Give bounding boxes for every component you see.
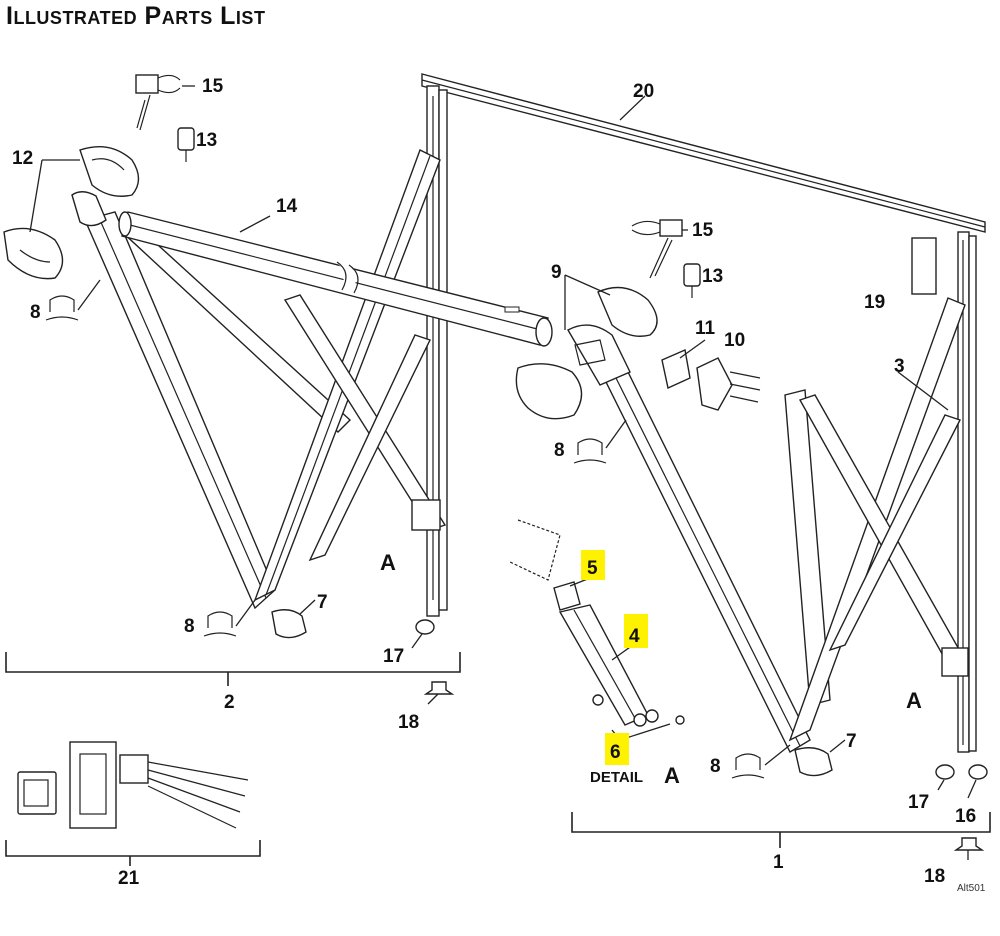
small-parts — [45, 295, 988, 851]
motor-parts-10-11 — [661, 349, 761, 411]
leader-lines — [29, 85, 977, 860]
callout-18-right: 18 — [924, 866, 945, 887]
callout-8-b: 8 — [184, 616, 195, 637]
bracket-part-18-left — [423, 681, 455, 695]
callout-8-c: 8 — [554, 440, 565, 461]
highlight-box-5 — [581, 550, 605, 580]
motor-plug-part-15-left — [135, 74, 195, 162]
callout-5: 5 — [587, 558, 598, 579]
bracket-part-8-b — [203, 611, 237, 637]
callout-21: 21 — [118, 868, 140, 889]
detail-a-marker-right: A — [906, 688, 922, 713]
bracket-part-18-right — [953, 837, 985, 851]
left-arm-assembly-part-2 — [71, 149, 447, 610]
callout-2: 2 — [224, 692, 235, 713]
end-cap-part-12 — [3, 146, 140, 280]
page-title: Illustrated Parts List — [6, 2, 266, 30]
detail-caption-word: DETAIL — [590, 769, 643, 786]
callout-13-right: 13 — [702, 266, 723, 287]
callout-7-right: 7 — [846, 731, 857, 752]
callout-labels: 2 1 3 4 5 6 7 7 8 8 8 8 9 10 11 12 13 13… — [12, 76, 986, 894]
callout-17-right: 17 — [908, 792, 929, 813]
callout-6: 6 — [610, 742, 621, 763]
top-rail-part-20 — [421, 73, 986, 233]
callout-1: 1 — [773, 852, 784, 873]
callout-18-left: 18 — [398, 712, 419, 733]
callout-4: 4 — [629, 626, 640, 647]
callout-15-right: 15 — [692, 220, 714, 241]
bracket-part-21 — [5, 840, 261, 857]
callout-14: 14 — [276, 196, 298, 217]
highlight-box-4 — [624, 614, 648, 648]
label-card-part-19 — [911, 237, 937, 295]
pulley-part-17-left — [415, 619, 435, 635]
callout-3: 3 — [894, 356, 905, 377]
roller-tube-part-14 — [118, 211, 553, 347]
motor-plug-part-15-right — [631, 219, 701, 298]
callout-8-a: 8 — [30, 302, 41, 323]
foot-cap-part-7-right — [794, 747, 833, 777]
end-cap-part-9 — [515, 286, 658, 420]
callout-8-d: 8 — [710, 756, 721, 777]
switch-part-21 — [17, 741, 249, 829]
bracket-part-1 — [571, 812, 991, 833]
callout-7-left: 7 — [317, 592, 328, 613]
bracket-part-8-a — [45, 295, 79, 321]
pulley-part-16 — [968, 764, 988, 780]
callout-17-left: 17 — [383, 646, 404, 667]
foot-cap-part-7-left — [271, 609, 307, 639]
right-arm-assembly-part-1 — [567, 297, 969, 753]
callout-9: 9 — [551, 262, 562, 283]
callout-11: 11 — [695, 318, 716, 339]
callout-20: 20 — [633, 81, 654, 102]
detail-a-marker-left: A — [380, 550, 396, 575]
detail-a-assembly — [509, 519, 685, 727]
figure-id: Alt501 — [957, 883, 986, 894]
callout-19: 19 — [864, 292, 885, 313]
pulley-part-17-right — [935, 764, 955, 780]
callout-16: 16 — [955, 806, 976, 827]
bracket-part-8-d — [731, 753, 765, 779]
callout-10: 10 — [724, 330, 745, 351]
callout-13-left: 13 — [196, 130, 217, 151]
callout-15-left: 15 — [202, 76, 224, 97]
bracket-part-2 — [5, 652, 461, 673]
callout-12: 12 — [12, 148, 33, 169]
detail-caption-letter: A — [664, 763, 680, 788]
bracket-part-8-c — [573, 438, 607, 464]
highlight-box-6 — [605, 733, 629, 765]
